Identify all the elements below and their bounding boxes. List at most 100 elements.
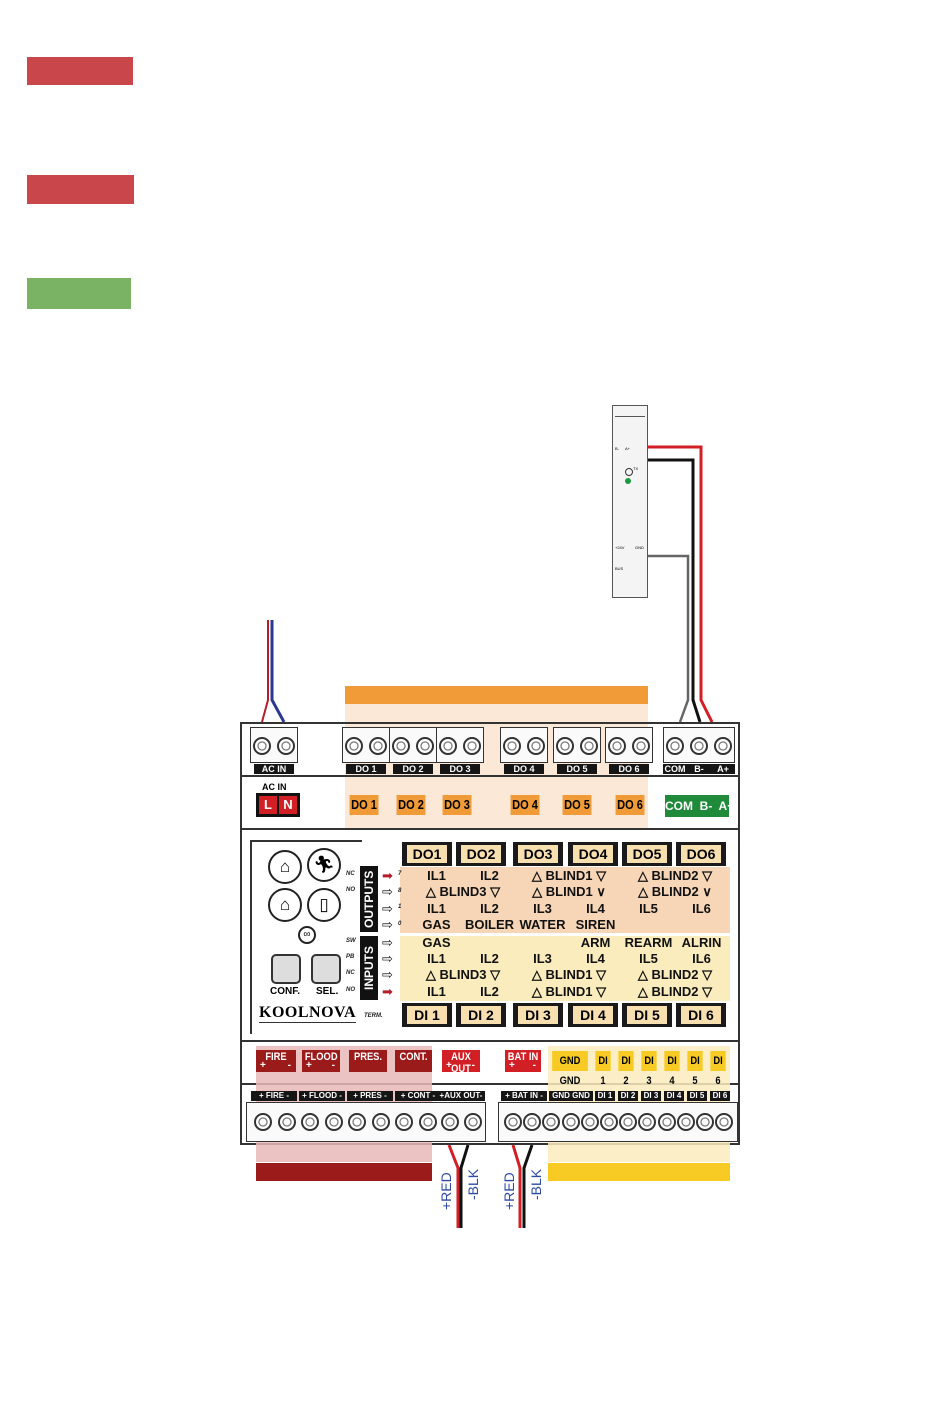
screw-icon[interactable] bbox=[503, 737, 521, 755]
screw-icon[interactable] bbox=[676, 1113, 695, 1131]
bus-terminal-label: A+ bbox=[711, 764, 735, 774]
inputs-cell: △ BLIND2 ▽ bbox=[637, 984, 713, 999]
conf-button[interactable] bbox=[271, 954, 301, 984]
screw-icon[interactable] bbox=[561, 1113, 580, 1131]
screw-icon[interactable] bbox=[369, 737, 387, 755]
repeater-24v-label: +24V bbox=[615, 545, 625, 550]
screw-icon[interactable] bbox=[714, 737, 732, 755]
bottom-terminal-label: DI 5 bbox=[687, 1091, 707, 1101]
bat-in-label: BAT IN bbox=[507, 1051, 539, 1063]
sel-button[interactable] bbox=[311, 954, 341, 984]
di5-header: DI 5 bbox=[622, 1003, 672, 1027]
bottom-terminal-label: + BAT IN - bbox=[501, 1091, 547, 1101]
screw-icon[interactable] bbox=[395, 1113, 413, 1131]
outputs-cell: △ BLIND1 ∨ bbox=[532, 884, 606, 899]
screw-icon[interactable] bbox=[418, 1113, 437, 1131]
screw-icon[interactable] bbox=[608, 737, 626, 755]
screw-icon[interactable] bbox=[523, 1113, 542, 1131]
di-label-5: DI 5 bbox=[687, 1051, 703, 1087]
do4-label: DO 4 bbox=[510, 795, 540, 815]
screw-icon[interactable] bbox=[638, 1113, 657, 1131]
screw-icon[interactable] bbox=[696, 1113, 714, 1131]
output-mode-number: 7 bbox=[398, 871, 402, 877]
screw-icon[interactable] bbox=[439, 737, 457, 755]
screw-icon[interactable] bbox=[345, 737, 363, 755]
bottom-terminal-label: + FIRE - bbox=[251, 1091, 297, 1101]
di2-header: DI 2 bbox=[456, 1003, 506, 1027]
screw-icon[interactable] bbox=[463, 737, 481, 755]
screw-icon[interactable] bbox=[277, 1113, 296, 1131]
di-label-4: DI 4 bbox=[664, 1051, 680, 1087]
controller-module bbox=[240, 722, 740, 1145]
screw-icon[interactable] bbox=[324, 1113, 343, 1131]
di-label-2: DI 2 bbox=[618, 1051, 634, 1087]
bus-terminal-label: COM bbox=[663, 764, 687, 774]
do1-label: DO 1 bbox=[349, 795, 379, 815]
screw-icon[interactable] bbox=[371, 1113, 390, 1131]
screw-icon[interactable] bbox=[277, 737, 295, 755]
alarm-zone-bar bbox=[256, 1163, 432, 1181]
bat-wire-black bbox=[522, 1144, 534, 1228]
screw-icon[interactable] bbox=[392, 737, 410, 755]
screw-icon[interactable] bbox=[715, 1113, 734, 1131]
fire-label-box: FIRE+- bbox=[256, 1050, 296, 1072]
arrow-icon: ⇨ bbox=[382, 935, 393, 950]
pres-label: PRES. bbox=[353, 1051, 383, 1063]
inputs-mode-label: NO bbox=[346, 987, 355, 993]
screw-icon[interactable] bbox=[657, 1113, 676, 1131]
outputs-label: OUTPUTS bbox=[360, 866, 378, 932]
screw-icon[interactable] bbox=[600, 1113, 618, 1131]
screw-icon[interactable] bbox=[254, 1113, 272, 1131]
top-strip-divider bbox=[240, 775, 740, 777]
screw-icon[interactable] bbox=[441, 1113, 459, 1131]
pres-label-box: PRES. bbox=[349, 1050, 387, 1072]
screw-icon[interactable] bbox=[301, 1113, 319, 1131]
output-mode-number: 8 bbox=[398, 887, 402, 894]
cont-label: CONT. bbox=[399, 1051, 428, 1063]
term-label: TERM. bbox=[364, 1013, 383, 1019]
conf-label: CONF. bbox=[270, 986, 300, 997]
aux-wire-black bbox=[459, 1144, 470, 1228]
motion-person-icon: 🏃︎ bbox=[307, 848, 341, 882]
screw-icon[interactable] bbox=[464, 1113, 482, 1131]
screw-icon[interactable] bbox=[632, 737, 650, 755]
screw-icon[interactable] bbox=[690, 737, 708, 755]
screw-icon[interactable] bbox=[504, 1113, 522, 1131]
do1-terminal-label: DO 1 bbox=[346, 764, 386, 774]
outputs-cell: △ BLIND3 ▽ bbox=[425, 884, 501, 899]
plus-sign: + bbox=[446, 1060, 452, 1071]
screw-icon[interactable] bbox=[619, 1113, 638, 1131]
minus-sign: - bbox=[331, 1060, 335, 1071]
cont-label-box: CONT. bbox=[395, 1050, 432, 1072]
do1-header: DO1 bbox=[402, 842, 452, 866]
do2-terminal-label: DO 2 bbox=[393, 764, 433, 774]
screw-icon[interactable] bbox=[556, 737, 574, 755]
screw-icon[interactable] bbox=[348, 1113, 366, 1131]
bottom-terminal-label: DI 4 bbox=[664, 1091, 684, 1101]
ac-wire-red bbox=[261, 620, 269, 723]
screw-icon[interactable] bbox=[542, 1113, 561, 1131]
inputs-cell bbox=[516, 935, 569, 951]
screw-icon[interactable] bbox=[253, 737, 271, 755]
aux-red-wire-label: +RED bbox=[438, 1172, 454, 1210]
inputs-cell: IL5 bbox=[639, 951, 658, 966]
do5-header: DO5 bbox=[622, 842, 672, 866]
do3-terminal-label: DO 3 bbox=[440, 764, 480, 774]
outputs-cell: △ BLIND2 ∨ bbox=[638, 884, 712, 899]
screw-icon[interactable] bbox=[580, 1113, 599, 1131]
outputs-cell: WATER bbox=[519, 917, 566, 932]
repeater-tx-led bbox=[625, 468, 633, 476]
bottom-terminal-label: + FLOOD - bbox=[299, 1091, 345, 1101]
do-header-label: DO5 bbox=[627, 845, 667, 863]
screw-icon[interactable] bbox=[527, 737, 545, 755]
screw-icon[interactable] bbox=[580, 737, 598, 755]
screw-icon[interactable] bbox=[666, 737, 684, 755]
di-label-6: DI 6 bbox=[710, 1051, 726, 1087]
bat-black-wire-label: -BLK bbox=[528, 1168, 544, 1200]
screw-icon[interactable] bbox=[416, 737, 434, 755]
outputs-cell: IL4 bbox=[586, 901, 605, 916]
sel-label: SEL. bbox=[316, 986, 339, 997]
do6-terminal-label: DO 6 bbox=[609, 764, 649, 774]
repeater-power-led bbox=[625, 478, 631, 484]
